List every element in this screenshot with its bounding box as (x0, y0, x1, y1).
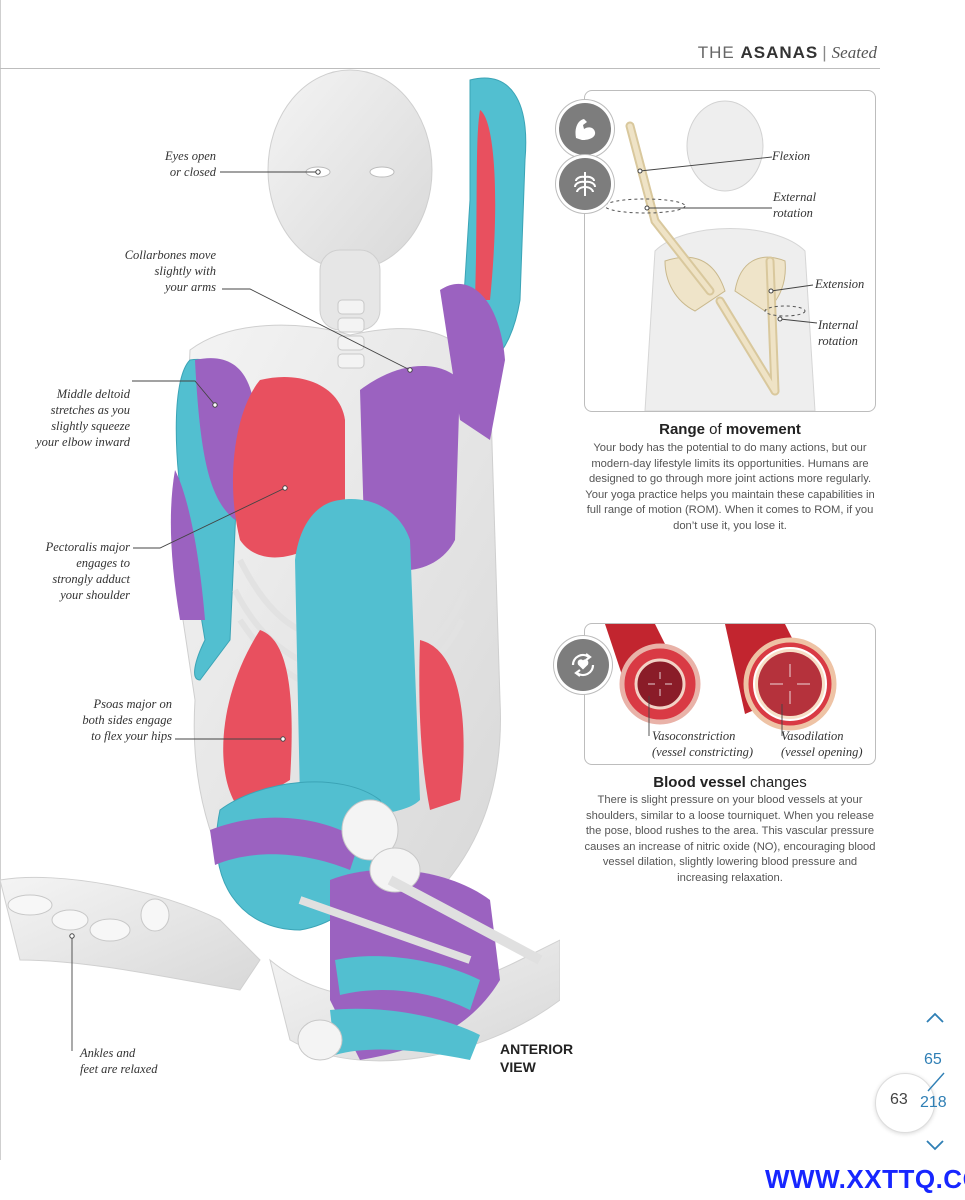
anatomy-illustration (0, 69, 560, 1062)
page-down-icon[interactable] (921, 1135, 949, 1155)
header-chapter: THE (697, 43, 741, 62)
watermark-text: WWW.XXTTQ.COM (765, 1164, 965, 1194)
current-page-number: 63 (890, 1091, 908, 1108)
vessel-title: Blood vessel changes (653, 774, 807, 791)
spread-page-number: 65 (924, 1051, 942, 1068)
page-frame (0, 0, 1, 1160)
rom-title: Range of movement (659, 421, 801, 438)
page-separator-icon (927, 1072, 945, 1092)
rom-panel (584, 90, 876, 412)
flexed-arm-icon (559, 103, 611, 155)
rom-body: Your body has the potential to do many a… (585, 442, 875, 532)
rom-illustration (604, 100, 818, 411)
vessel-label-constriction: Vasoconstriction(vessel constricting) (652, 729, 754, 759)
vessel-illustration (605, 624, 837, 736)
header-rule (0, 68, 880, 69)
header-separator: | (822, 43, 828, 62)
header-section: Seated (831, 43, 877, 62)
header-chapter-bold: ASANAS (740, 43, 819, 62)
total-pages-number: 218 (920, 1094, 947, 1111)
running-header: THE ASANAS|Seated (698, 43, 877, 63)
vessel-body: There is slight pressure on your blood v… (584, 794, 876, 884)
vessel-label-dilation: Vasodilation(vessel opening) (781, 729, 863, 759)
current-page-badge (875, 1073, 935, 1133)
circulation-icon (557, 639, 609, 691)
rom-label-flexion: Flexion (772, 149, 811, 163)
rom-label-extension: Extension (815, 277, 865, 291)
ribcage-icon (559, 158, 611, 210)
page-up-icon[interactable] (921, 1008, 949, 1028)
vessel-panel (584, 623, 876, 765)
